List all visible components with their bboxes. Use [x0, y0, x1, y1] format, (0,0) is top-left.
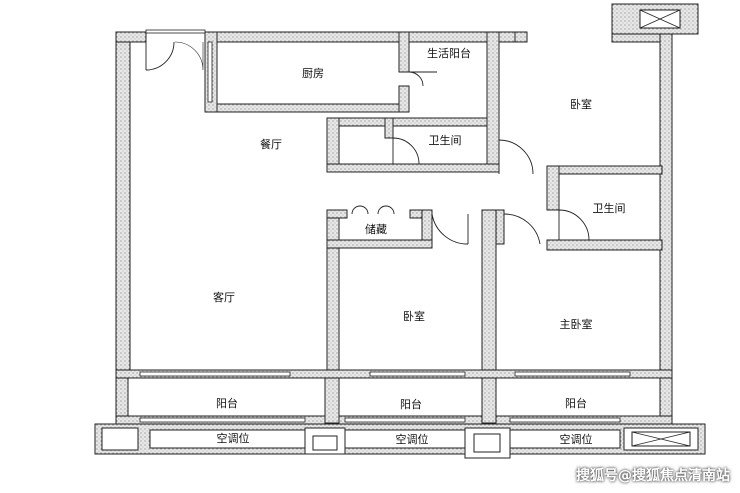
- room-label-bathroom-2: 卫生间: [592, 202, 626, 215]
- room-label-service-balcony: 生活阳台: [427, 47, 471, 60]
- exterior-walls: [115, 31, 673, 425]
- doors: [145, 41, 590, 245]
- room-label-ac-2: 空调位: [395, 433, 429, 446]
- ac-strip-bottom: [94, 423, 706, 459]
- room-label-living: 客厅: [213, 291, 235, 304]
- room-label-ac-3: 空调位: [559, 433, 593, 446]
- ac-unit-top: [611, 3, 699, 35]
- windows: [139, 29, 631, 423]
- watermark: 搜狐号@搜狐焦点清南站: [576, 468, 730, 484]
- room-label-balcony-3: 阳台: [565, 397, 587, 410]
- room-label-storage: 储藏: [365, 223, 387, 236]
- room-label-balcony-1: 阳台: [216, 397, 238, 410]
- room-label-dining: 餐厅: [260, 138, 282, 151]
- room-label-bedroom-mid: 卧室: [403, 310, 425, 323]
- room-label-bathroom-1: 卫生间: [428, 134, 462, 147]
- room-label-kitchen: 厨房: [302, 67, 324, 80]
- room-label-balcony-2: 阳台: [400, 398, 422, 411]
- room-label-bedroom-ne: 卧室: [570, 98, 592, 111]
- room-label-master-bedroom: 主卧室: [559, 318, 593, 331]
- room-label-ac-1: 空调位: [216, 432, 250, 445]
